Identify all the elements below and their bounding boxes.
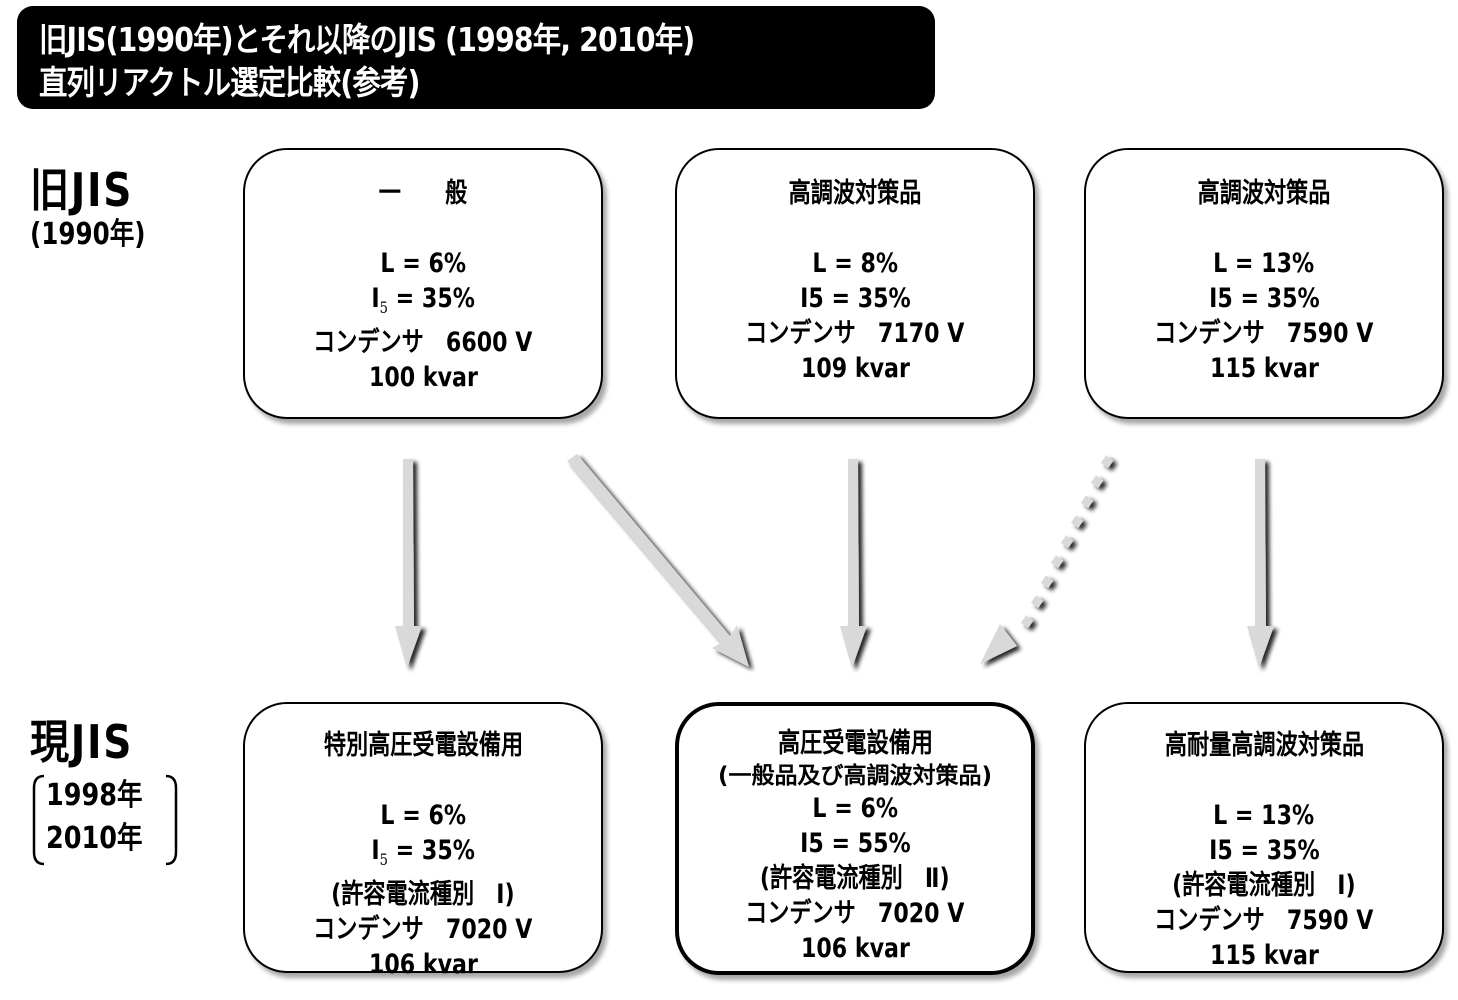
harmonic-current-value: I5 = 35% (371, 835, 475, 869)
current-jis-year-2: 2010年 (46, 821, 143, 856)
new-box-high-voltage: 高圧受電設備用 (一般品及び高調波対策品) L = 6% I5 = 55% (許… (675, 702, 1035, 975)
year-bracket: 1998年 2010年 (30, 772, 180, 868)
box-heading: 特別高圧受電設備用 (323, 730, 523, 761)
harmonic-current-value: I5 = 35% (799, 283, 911, 314)
capacitor-voltage: コンデンサ 7590 V (1154, 905, 1374, 936)
box-subheading: (一般品及び高調波対策品) (717, 763, 993, 789)
capacitor-voltage: コンデンサ 6600 V (313, 327, 533, 358)
allowable-current-class: (許容電流種別 Ⅰ) (1172, 870, 1356, 901)
current-jis-label: 現JIS (30, 715, 134, 769)
inductance-value: L = 13% (1213, 248, 1315, 279)
new-box-extra-high-voltage: 特別高圧受電設備用 L = 6% I5 = 35% (許容電流種別 Ⅰ) コンデ… (243, 702, 603, 980)
capacity-kvar: 115 kvar (1209, 940, 1319, 971)
capacity-kvar: 106 kvar (800, 933, 910, 964)
arrow-down-general-to-extra-high (395, 459, 422, 668)
inductance-value: L = 6% (380, 248, 466, 279)
title-line-1: 旧JIS(1990年)とそれ以降のJIS (1998年, 2010年) (39, 20, 695, 59)
box-heading: 一 般 (378, 178, 468, 209)
harmonic-current-value: I5 = 55% (799, 828, 911, 859)
old-jis-label: 旧JIS (30, 163, 134, 217)
bracket-icon (32, 774, 178, 866)
old-box-harmonic-8: 高調波対策品 L = 8% I5 = 35% コンデンサ 7170 V 109 … (675, 148, 1035, 419)
capacitor-voltage: コンデンサ 7590 V (1154, 318, 1374, 349)
row-label-current-jis: 現JIS 1998年 2010年 (30, 716, 180, 868)
capacity-kvar: 106 kvar (368, 949, 478, 980)
title-line-2: 直列リアクトル選定比較(参考) (39, 63, 420, 102)
inductance-value: L = 8% (812, 248, 898, 279)
box-heading: 高耐量高調波対策品 (1164, 730, 1364, 761)
arrow-diagonal-general-to-high-voltage (567, 454, 749, 667)
capacity-kvar: 100 kvar (368, 362, 478, 393)
capacitor-voltage: コンデンサ 7020 V (313, 914, 533, 945)
arrow-dotted-harmonic13-to-high-voltage (980, 455, 1114, 664)
inductance-value: L = 6% (380, 800, 466, 831)
old-box-general: 一 般 L = 6% I5 = 35% コンデンサ 6600 V 100 kva… (243, 148, 603, 419)
allowable-current-class: (許容電流種別 Ⅱ) (760, 863, 950, 894)
inductance-value: L = 6% (812, 793, 898, 824)
harmonic-current-value: I5 = 35% (1208, 835, 1320, 866)
old-box-harmonic-13: 高調波対策品 L = 13% I5 = 35% コンデンサ 7590 V 115… (1084, 148, 1444, 419)
box-heading: 高圧受電設備用 (777, 728, 933, 759)
old-jis-years: (1990年) (30, 217, 146, 252)
harmonic-current-value: I5 = 35% (1208, 283, 1320, 314)
box-heading: 高調波対策品 (1197, 178, 1331, 209)
box-heading: 高調波対策品 (788, 178, 922, 209)
arrow-down-harmonic8-to-high-voltage (840, 459, 867, 668)
title-banner: 旧JIS(1990年)とそれ以降のJIS (1998年, 2010年) 直列リア… (17, 6, 935, 109)
harmonic-current-value: I5 = 35% (371, 283, 475, 317)
capacitor-voltage: コンデンサ 7170 V (745, 318, 965, 349)
arrow-down-harmonic13-to-high-endurance (1247, 459, 1274, 668)
capacity-kvar: 109 kvar (800, 353, 910, 384)
new-box-high-endurance-harmonic: 高耐量高調波対策品 L = 13% I5 = 35% (許容電流種別 Ⅰ) コン… (1084, 702, 1444, 973)
capacitor-voltage: コンデンサ 7020 V (745, 898, 965, 929)
current-jis-year-1: 1998年 (46, 778, 143, 813)
capacity-kvar: 115 kvar (1209, 353, 1319, 384)
allowable-current-class: (許容電流種別 Ⅰ) (331, 879, 515, 910)
inductance-value: L = 13% (1213, 800, 1315, 831)
row-label-old-jis: 旧JIS (1990年) (30, 164, 171, 254)
